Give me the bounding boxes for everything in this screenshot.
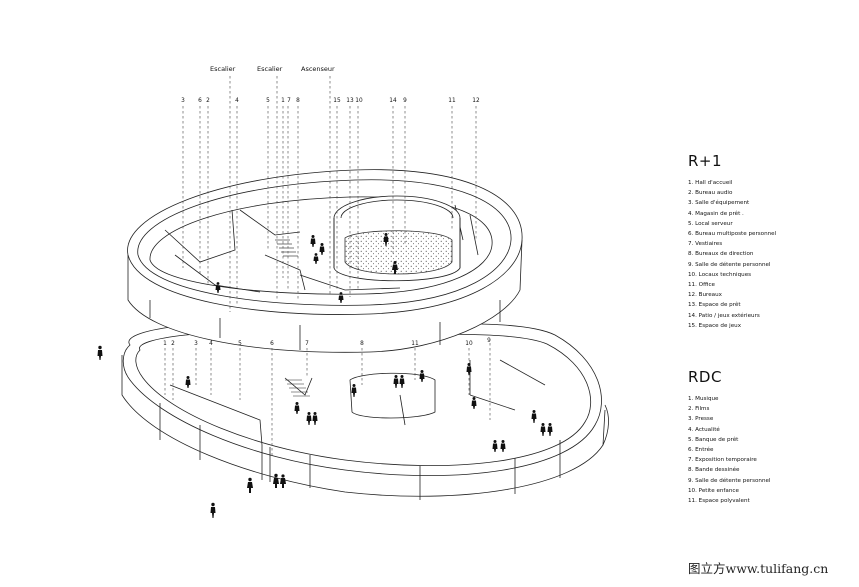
legend-item: 2. Bureau audio (688, 190, 733, 197)
legend-item: 7. Vestiaires (688, 241, 723, 248)
top-callouts: Escalier Escalier Ascenseur (210, 65, 335, 73)
number-label: 5 (266, 98, 270, 104)
legend-item: 12. Bureaux (688, 292, 722, 299)
number-label: 9 (487, 338, 491, 344)
legend-item: 8. Bande dessinée (688, 467, 740, 474)
number-label: 3 (194, 341, 198, 347)
ground-floor-volume (121, 320, 609, 500)
number-label: 10 (465, 341, 473, 347)
legend-item: 4. Actualité (688, 426, 720, 433)
number-label: 9 (403, 98, 407, 104)
legend-ground-floor: RDC 1. Musique 2. Films 3. Presse 4. Act… (688, 368, 771, 506)
number-label: 15 (333, 98, 341, 104)
legend-item: 9. Salle de détente personnel (688, 477, 771, 484)
number-label: 6 (198, 98, 202, 104)
legend-item: 1. Musique (688, 396, 719, 402)
number-label: 11 (448, 98, 456, 104)
legend-item: 4. Magasin de prêt . (688, 210, 744, 217)
legend-first-floor: R+1 1. Hall d'accueil 2. Bureau audio 3.… (688, 152, 776, 331)
callout-stairs-2: Escalier (257, 65, 283, 73)
callout-elevator: Ascenseur (301, 65, 335, 73)
legend-item: 1. Hall d'accueil (688, 180, 733, 186)
number-label: 2 (171, 341, 175, 347)
number-label: 12 (472, 98, 480, 104)
people-silhouettes (97, 233, 553, 518)
legend-item: 6. Bureau multiposte personnel (688, 231, 777, 238)
legend-title: RDC (688, 368, 722, 386)
legend-item: 14. Patio / jeux extérieurs (688, 312, 760, 319)
number-label: 6 (270, 341, 274, 347)
first-floor-volume (127, 169, 523, 353)
legend-item: 15. Espace de jeux (688, 322, 742, 329)
number-label: 11 (411, 341, 419, 347)
number-label: 1 (163, 341, 167, 347)
number-label: 10 (355, 98, 363, 104)
legend-item: 5. Banque de prêt (688, 436, 739, 443)
number-label: 2 (206, 98, 210, 104)
legend-item: 13. Espace de prêt (688, 302, 741, 309)
legend-item: 9. Salle de détente personnel (688, 261, 771, 268)
legend-item: 11. Office (688, 282, 716, 289)
number-label: 4 (209, 341, 213, 347)
legend-item: 10. Locaux techniques (688, 271, 752, 278)
numbers-lower: 1 2 3 4 5 6 7 8 11 10 9 (163, 338, 491, 347)
legend-item: 10. Petite enfance (688, 487, 739, 494)
legend-item: 6. Entrée (688, 447, 714, 454)
number-label: 7 (287, 98, 291, 104)
number-label: 8 (296, 98, 300, 104)
callout-stairs-1: Escalier (210, 65, 236, 73)
number-label: 1 (281, 98, 285, 104)
number-label: 5 (238, 341, 242, 347)
legend-title: R+1 (688, 152, 723, 170)
number-label: 7 (305, 341, 309, 347)
numbers-upper: 3 6 2 4 5 1 7 8 15 13 10 14 9 11 12 (181, 98, 480, 104)
number-label: 13 (346, 98, 354, 104)
legend-item: 5. Local serveur (688, 220, 733, 227)
number-label: 3 (181, 98, 185, 104)
number-label: 8 (360, 341, 364, 347)
number-label: 4 (235, 98, 239, 104)
leader-lines-lower (164, 343, 491, 458)
legend-item: 7. Exposition temporaire (688, 457, 757, 464)
leader-lines-upper (182, 76, 477, 312)
legend-item: 3. Presse (688, 416, 714, 423)
number-label: 14 (389, 98, 397, 104)
legend-item: 11. Espace polyvalent (688, 498, 750, 505)
legend-item: 8. Bureaux de direction (688, 251, 754, 258)
legend-item: 2. Films (688, 406, 710, 413)
watermark: 图立方www.tulifang.cn (688, 561, 829, 576)
legend-item: 3. Salle d'équipement (688, 200, 750, 207)
